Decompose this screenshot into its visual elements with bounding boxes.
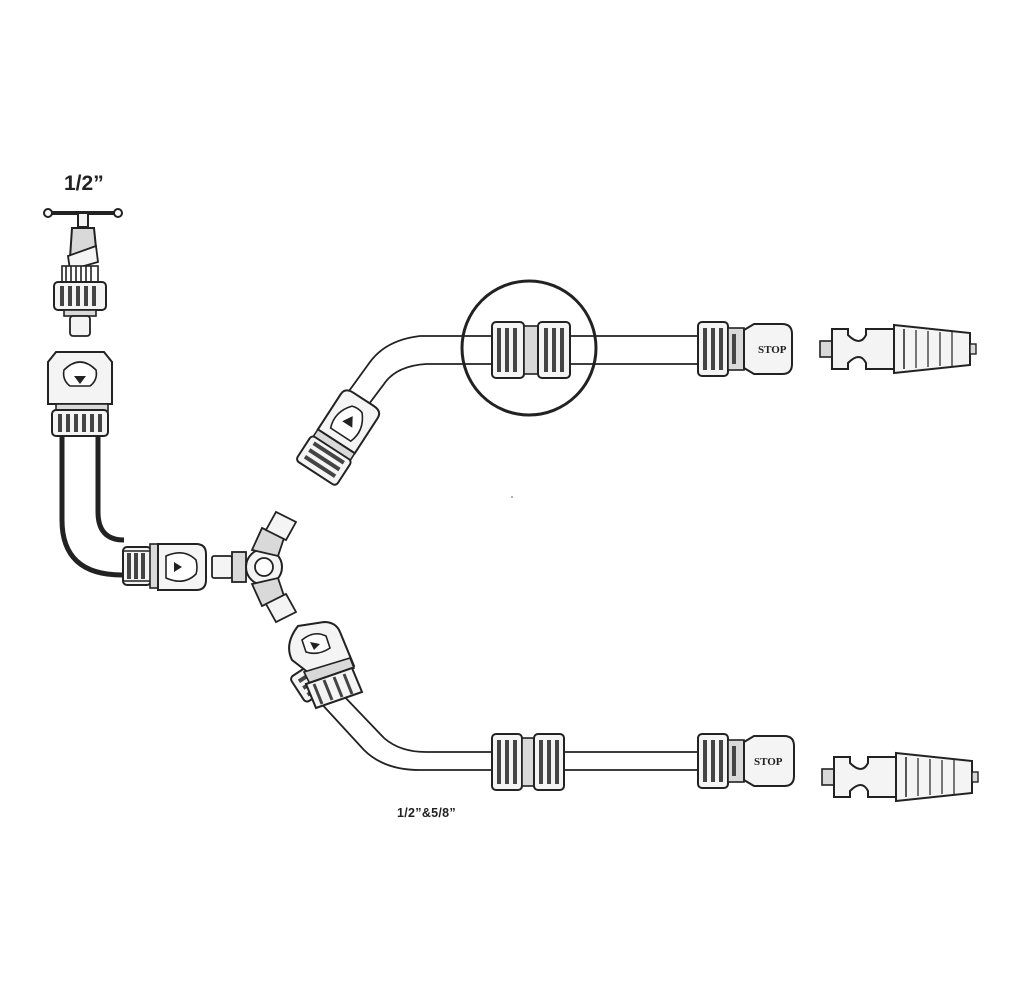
lower-branch-hose [317, 691, 700, 771]
supply-hose [59, 436, 125, 578]
hose-repair-coupling-icon [491, 733, 565, 791]
hose-diameter-label: 1/2”&5/8” [397, 806, 456, 820]
stop-connector-icon: STOP [697, 321, 793, 377]
quick-connector-icon [288, 620, 364, 710]
spray-nozzle-icon [819, 324, 977, 374]
stop-label: STOP [758, 344, 787, 356]
three-way-y-connector-icon [211, 510, 298, 624]
stray-mark [511, 496, 513, 498]
upper-branch-hose [327, 335, 700, 433]
threaded-tap-adaptor-icon [53, 265, 107, 337]
coupling-nut-icon [51, 409, 109, 437]
hose-repair-coupling-icon [491, 321, 571, 379]
stop-label: STOP [754, 756, 783, 768]
quick-connector-icon [296, 389, 381, 486]
tap-thread-size-label: 1/2” [64, 172, 104, 195]
quick-connector-icon [47, 351, 113, 413]
tap-icon [43, 208, 123, 272]
spray-nozzle-icon [821, 752, 979, 802]
stop-connector-icon: STOP [697, 733, 795, 789]
highlight-circle [460, 279, 598, 417]
quick-connector-icon [122, 543, 207, 591]
